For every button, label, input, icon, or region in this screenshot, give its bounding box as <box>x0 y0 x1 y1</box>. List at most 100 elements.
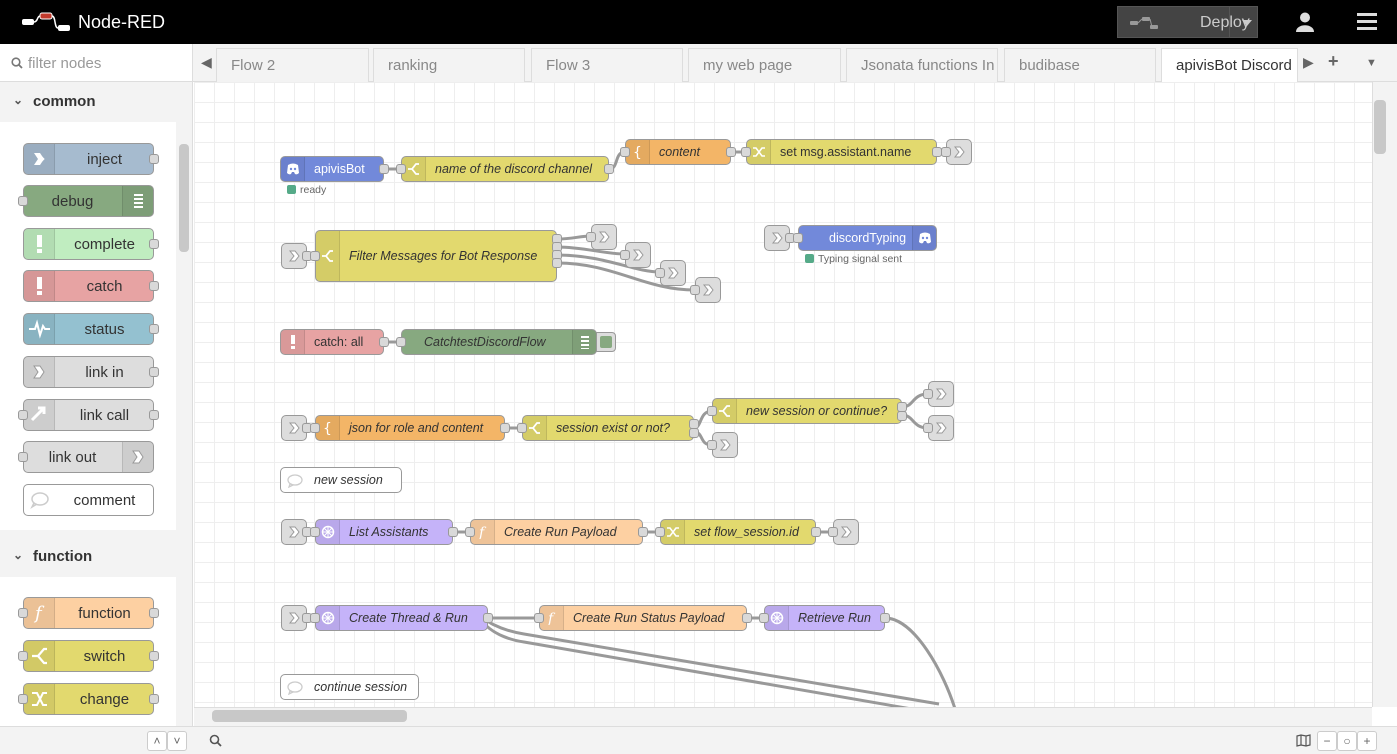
menu-icon[interactable] <box>1357 13 1377 36</box>
node-set-flow-session[interactable]: set flow_session.id <box>655 519 821 545</box>
deploy-dropdown-icon[interactable] <box>1242 20 1252 26</box>
collapse-down-icon[interactable]: ˅ <box>167 731 187 751</box>
node-link-out-3[interactable] <box>620 242 651 268</box>
zoom-out-button[interactable]: − <box>1317 731 1337 751</box>
palette-node-change[interactable]: change <box>18 683 159 715</box>
node-link-out-9[interactable] <box>828 519 859 545</box>
shuffle-icon <box>661 520 685 544</box>
workspace-vertical-thumb[interactable] <box>1374 100 1386 154</box>
node-link-in-4[interactable] <box>281 519 312 545</box>
zoom-in-button[interactable]: + <box>1357 731 1377 751</box>
tab-flow-3[interactable]: Flow 3 <box>531 48 683 82</box>
discord-icon <box>912 226 936 250</box>
footer-toolbar: ˄ ˅ − ○ + <box>0 726 1397 754</box>
palette-node-link-call[interactable]: link call <box>18 399 159 431</box>
node-apivisbot[interactable]: apivisBot <box>280 156 389 182</box>
switch-icon <box>316 231 340 281</box>
node-create-thread-run[interactable]: Create Thread & Run <box>310 605 493 631</box>
node-catchtest-debug[interactable]: CatchtestDiscordFlow <box>396 329 616 355</box>
node-json-role-content[interactable]: { json for role and content <box>310 415 510 441</box>
node-link-in-2[interactable] <box>764 225 795 251</box>
comment-continue-session[interactable]: continue session <box>280 674 419 700</box>
tab-scroll-left-icon[interactable]: ◀ <box>201 54 212 70</box>
node-link-out-5[interactable] <box>690 277 721 303</box>
palette-node-link-in[interactable]: link in <box>23 356 159 388</box>
node-create-run-payload[interactable]: f Create Run Payload <box>465 519 648 545</box>
user-icon[interactable] <box>1296 12 1314 37</box>
palette-node-complete[interactable]: complete <box>23 228 159 260</box>
node-new-or-continue[interactable]: new session or continue? <box>707 398 907 424</box>
comment-new-session[interactable]: new session <box>280 467 402 493</box>
node-name-of-discord-channel[interactable]: name of the discord channel <box>396 156 614 182</box>
node-link-out-8[interactable] <box>923 415 954 441</box>
node-catch-all[interactable]: catch: all <box>280 329 389 355</box>
debug-toggle-button[interactable] <box>596 332 616 352</box>
workspace-vertical-scrollbar[interactable] <box>1372 82 1397 707</box>
category-common[interactable]: ⌄ common <box>0 84 176 120</box>
tab-flow-2[interactable]: Flow 2 <box>216 48 369 82</box>
deploy-button[interactable]: Deploy <box>1117 6 1258 38</box>
comment-icon <box>24 485 55 515</box>
svg-text:{: { <box>323 421 332 435</box>
add-flow-icon[interactable]: + <box>1328 51 1339 71</box>
palette-node-switch[interactable]: switch <box>18 640 159 672</box>
palette-node-status[interactable]: status <box>23 313 159 345</box>
search-icon <box>11 56 23 74</box>
palette-node-comment[interactable]: comment <box>23 484 154 516</box>
node-link-out-4[interactable] <box>655 260 686 286</box>
palette-scroll-thumb[interactable] <box>179 144 189 252</box>
flow-workspace[interactable]: apivisBot ready name of the discord chan… <box>194 82 1372 707</box>
function-icon: f <box>24 598 55 628</box>
workspace-horizontal-thumb[interactable] <box>212 710 407 722</box>
category-function[interactable]: ⌄ function <box>0 539 176 575</box>
palette-node-debug[interactable]: debug <box>18 185 154 217</box>
palette-node-function[interactable]: f function <box>18 597 159 629</box>
switch-icon <box>402 157 426 181</box>
node-link-out-7[interactable] <box>923 381 954 407</box>
node-session-exist[interactable]: session exist or not? <box>517 415 699 441</box>
node-link-out-2[interactable] <box>586 224 617 250</box>
tab-scroll-right-icon[interactable]: ▶ <box>1303 54 1314 70</box>
tab-budibase[interactable]: budibase <box>1004 48 1156 82</box>
node-set-assistant-name[interactable]: set msg.assistant.name <box>741 139 942 165</box>
app-title: Node-RED <box>78 12 166 32</box>
switch-icon <box>523 416 547 440</box>
node-retrieve-run[interactable]: Retrieve Run <box>759 605 890 631</box>
tab-jsonata-functions[interactable]: Jsonata functions In <box>846 48 998 82</box>
tab-bar: ◀ Flow 2 ranking Flow 3 my web page Json… <box>193 44 1397 83</box>
svg-text:f: f <box>478 525 487 539</box>
comment-icon <box>287 474 303 488</box>
palette-node-link-out[interactable]: link out <box>18 441 154 473</box>
switch-icon <box>24 641 55 671</box>
workspace-horizontal-scrollbar[interactable] <box>194 707 1372 726</box>
tab-list-chevron-icon[interactable]: ▼ <box>1366 57 1377 69</box>
tab-apivisbot-discord[interactable]: apivisBot Discord <box>1161 48 1298 83</box>
exclamation-icon <box>24 229 55 259</box>
exclamation-icon <box>24 271 55 301</box>
node-link-in-5[interactable] <box>281 605 312 631</box>
palette-filter[interactable]: filter nodes <box>0 44 192 82</box>
node-content[interactable]: { content <box>620 139 736 165</box>
filter-nodes-input[interactable]: filter nodes <box>28 55 102 72</box>
node-link-in-3[interactable] <box>281 415 312 441</box>
link-arrow-icon <box>24 357 55 387</box>
palette-node-inject[interactable]: inject <box>23 143 159 175</box>
node-filter-messages[interactable]: Filter Messages for Bot Response <box>310 230 562 282</box>
node-discord-typing[interactable]: discordTyping <box>793 225 937 251</box>
node-list-assistants[interactable]: List Assistants <box>310 519 458 545</box>
node-link-in-1[interactable] <box>281 243 312 269</box>
status-typing-signal: Typing signal sent <box>805 253 902 265</box>
node-link-out-1[interactable] <box>941 139 972 165</box>
tab-my-web-page[interactable]: my web page <box>688 48 841 82</box>
node-link-out-6[interactable] <box>707 432 738 458</box>
comment-icon <box>287 681 303 695</box>
zoom-reset-button[interactable]: ○ <box>1337 731 1357 751</box>
map-icon[interactable] <box>1293 731 1313 751</box>
template-braces-icon: { <box>626 140 650 164</box>
collapse-up-icon[interactable]: ˄ <box>147 731 167 751</box>
tab-ranking[interactable]: ranking <box>373 48 525 82</box>
palette-node-catch[interactable]: catch <box>23 270 159 302</box>
debug-list-icon <box>122 186 153 216</box>
node-create-run-status-payload[interactable]: f Create Run Status Payload <box>534 605 752 631</box>
search-flows-icon[interactable] <box>205 731 225 751</box>
